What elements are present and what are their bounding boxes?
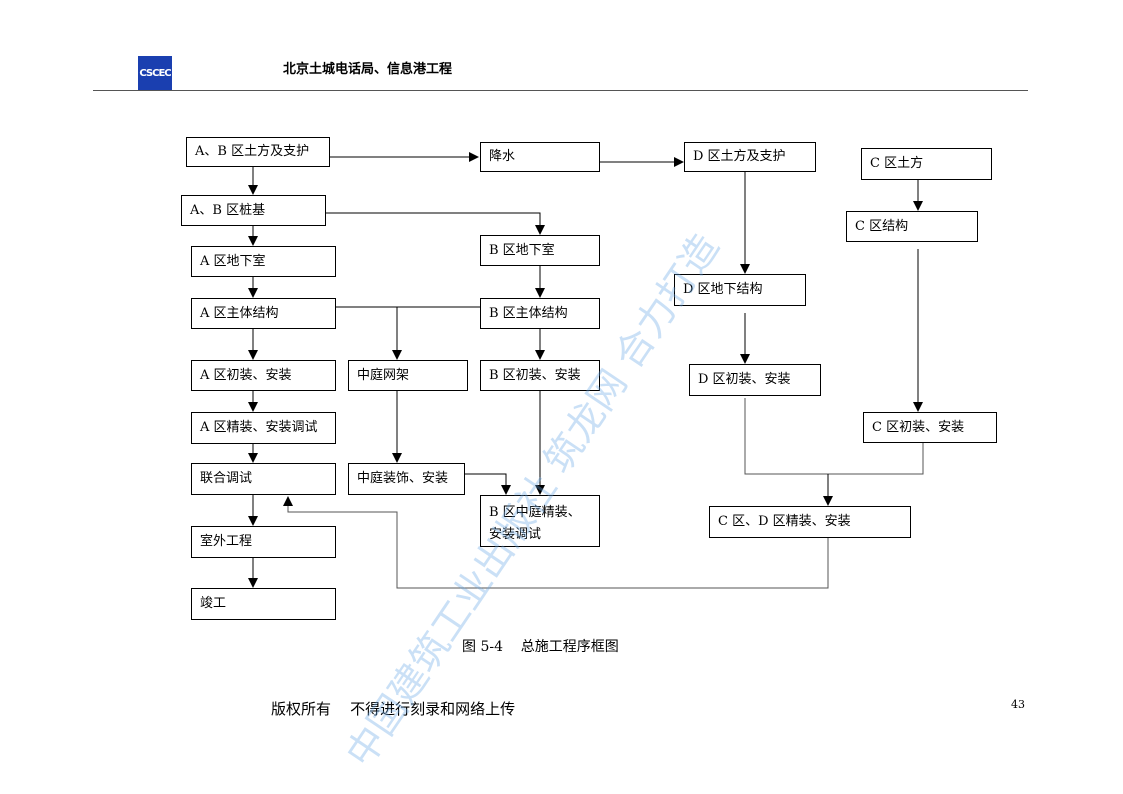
box-d-basement: D 区地下结构: [674, 274, 806, 306]
document-header-title: 北京土城电话局、信息港工程: [283, 62, 453, 77]
box-d-rough-install: D 区初装、安装: [689, 364, 821, 396]
box-c-earthwork: C 区土方: [861, 148, 992, 180]
header-divider: [93, 90, 1028, 91]
company-logo: CSCEC: [138, 56, 172, 90]
box-ab-earthwork: A、B 区土方及支护: [186, 137, 330, 167]
connector-d-c-merge: [744, 398, 924, 475]
box-ab-pile: A、B 区桩基: [181, 195, 326, 226]
box-dewatering: 降水: [480, 142, 600, 172]
box-cd-fine-install: C 区、D 区精装、安装: [709, 506, 911, 538]
copyright-footer: 版权所有 不得进行刻录和网络上传: [271, 700, 516, 718]
connector-atrium-deco-to-b-atrium-fine: [465, 473, 511, 495]
box-a-basement: A 区地下室: [191, 246, 336, 277]
box-b-rough-install: B 区初装、安装: [480, 360, 600, 391]
box-joint-debug: 联合调试: [191, 463, 336, 495]
box-outdoor-works: 室外工程: [191, 526, 336, 558]
box-c-rough-install: C 区初装、安装: [863, 412, 997, 443]
figure-caption: 图 5-4 总施工程序框图: [462, 639, 619, 655]
box-d-earthwork: D 区土方及支护: [684, 142, 816, 172]
box-b-basement: B 区地下室: [480, 235, 600, 266]
box-atrium-frame: 中庭网架: [348, 360, 468, 391]
logo-text: CSCEC: [139, 67, 171, 79]
box-b-atrium-fine: B 区中庭精装、安装调试: [480, 495, 600, 547]
connector-pile-to-b-basement: [326, 212, 545, 235]
box-completion: 竣工: [191, 588, 336, 620]
box-a-rough-install: A 区初装、安装: [191, 360, 336, 391]
page-number: 43: [1011, 698, 1025, 711]
box-a-main-structure: A 区主体结构: [191, 298, 336, 329]
box-b-main-structure: B 区主体结构: [480, 298, 600, 329]
connector-cd-fine-to-joint: [283, 496, 829, 589]
box-atrium-decoration: 中庭装饰、安装: [348, 463, 465, 495]
box-c-structure: C 区结构: [846, 211, 978, 242]
box-a-fine-install: A 区精装、安装调试: [191, 412, 336, 444]
